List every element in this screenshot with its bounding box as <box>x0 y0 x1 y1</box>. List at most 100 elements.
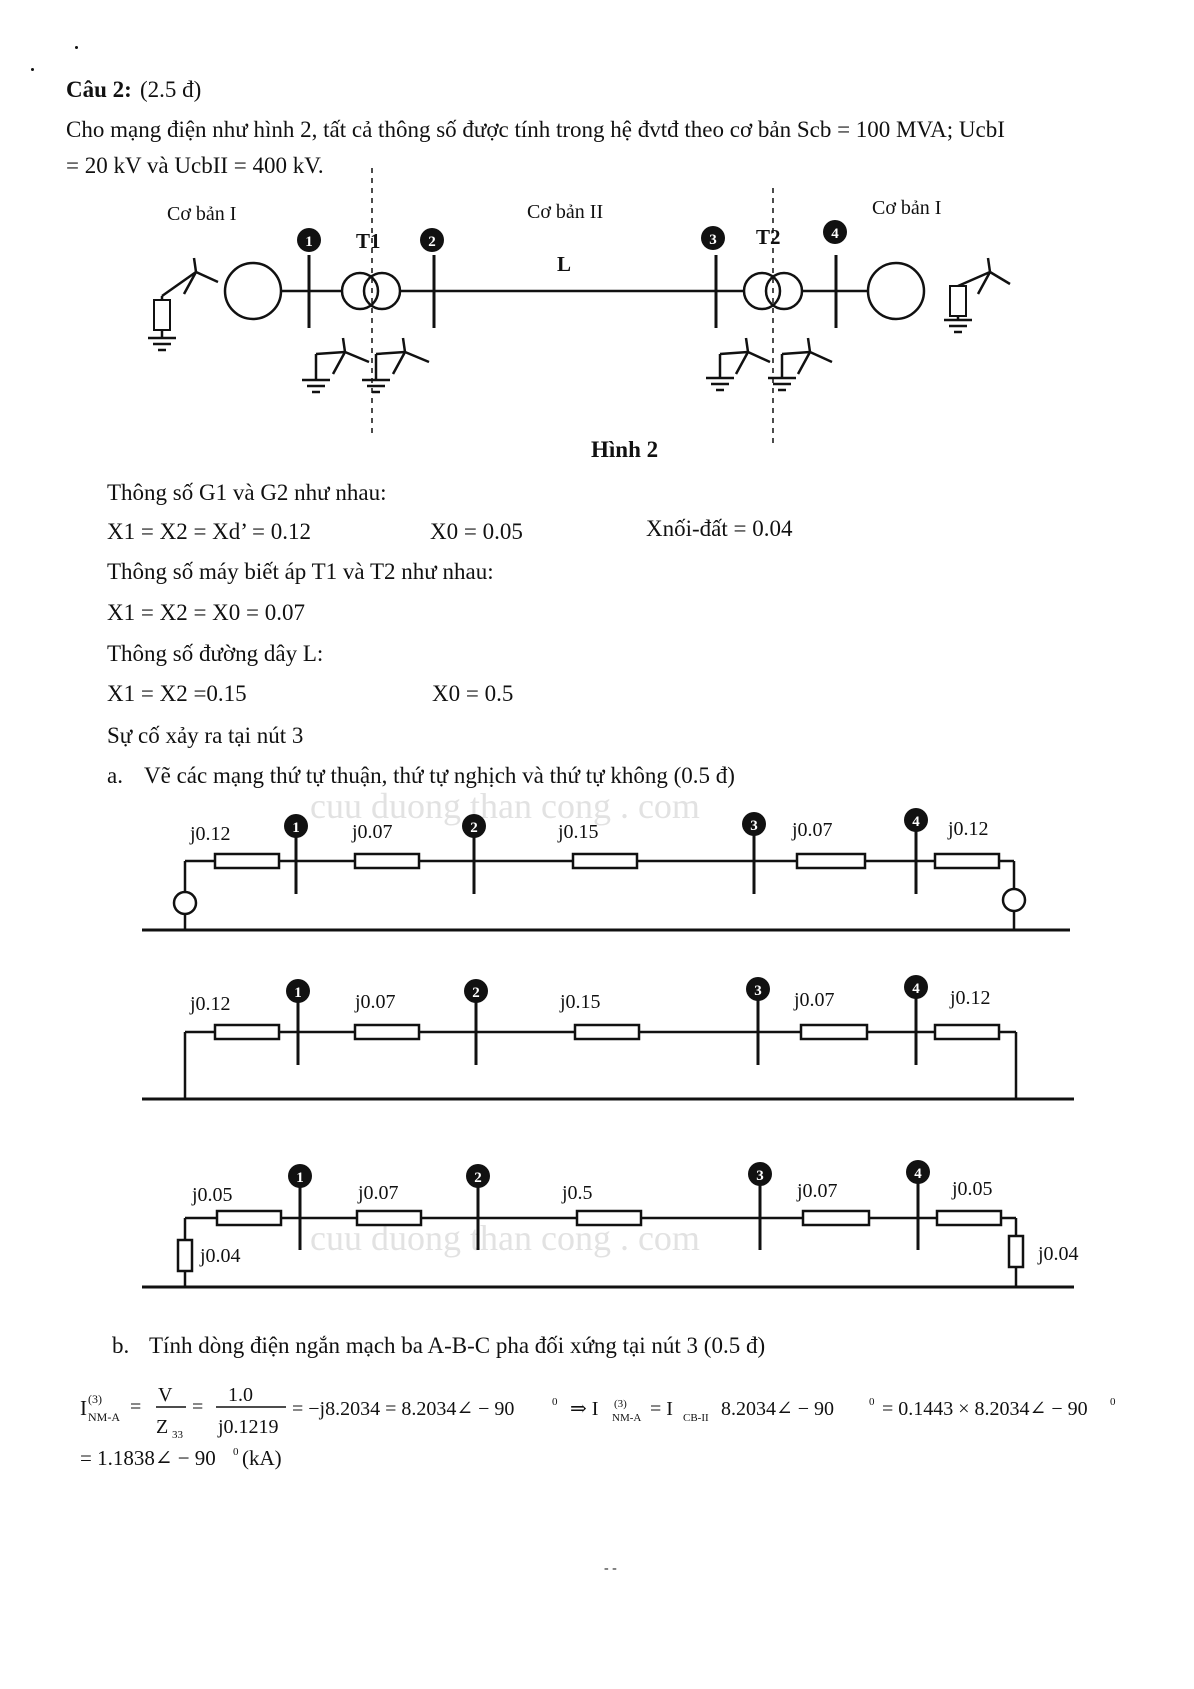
positive-sequence-network <box>142 830 1070 932</box>
positive-nodes <box>284 808 928 838</box>
neg-node-4: 4 <box>912 981 920 997</box>
zero-node-4: 4 <box>914 1166 922 1182</box>
transformer-t1-primary <box>340 271 380 311</box>
neg-z-2: j0.07 <box>354 991 396 1013</box>
part-b-label: b. <box>112 1333 130 1358</box>
zero-node-2: 2 <box>474 1170 482 1186</box>
zero-z-1: j0.05 <box>191 1184 233 1206</box>
svg-text:0: 0 <box>552 1396 558 1408</box>
svg-text:0: 0 <box>869 1396 875 1408</box>
sequence-networks: cuu duong than cong . com cuu duong than… <box>142 790 1079 1289</box>
transformer-x: X1 = X2 = X0 = 0.07 <box>107 600 305 625</box>
base-right-label: Cơ bản I <box>872 197 941 219</box>
line-params-title: Thông số đường dây L: <box>107 641 324 666</box>
line-label: L <box>557 252 571 276</box>
svg-text:=: = <box>130 1396 141 1418</box>
transformer-t2-secondary <box>764 271 804 311</box>
stray-dot-2 <box>31 68 34 71</box>
figure-caption: Hình 2 <box>591 437 659 462</box>
generator-g2 <box>866 261 926 321</box>
zero-ground-right: j0.04 <box>1037 1243 1079 1265</box>
eq-lhs: I <box>80 1396 87 1420</box>
page-footer: - - <box>604 1561 617 1576</box>
eq-rest-3: 8.2034∠ − 90 <box>721 1398 834 1420</box>
eq-arrow: ⇒ I <box>570 1398 598 1420</box>
eq-lhs-sub: NM-A <box>88 1410 120 1424</box>
zero-z-4: j0.07 <box>796 1180 838 1202</box>
eq-rest-4: = 0.1443 × 8.2034∠ − 90 <box>882 1398 1088 1420</box>
eq-den-j: j0.1219 <box>217 1416 279 1438</box>
neg-z-3: j0.15 <box>559 991 601 1013</box>
part-b-text: Tính dòng điện ngắn mạch ba A-B-C pha đố… <box>149 1333 766 1358</box>
short-circuit-equation: I (3) NM-A = V Z 33 = 1.0 j0.1219 = −j8.… <box>80 1384 1116 1470</box>
part-a-text: Vẽ các mạng thứ tự thuận, thứ tự nghịch … <box>144 763 735 788</box>
line-x0: X0 = 0.5 <box>432 681 514 706</box>
pos-z-3: j0.15 <box>557 821 599 843</box>
transformer-t1-secondary <box>362 271 402 311</box>
eq-line-2: = 1.1838∠ − 90 <box>80 1446 216 1470</box>
g1-grounding <box>148 257 219 352</box>
transformer-params-title: Thông số máy biết áp T1 và T2 như nhau: <box>107 559 494 584</box>
generator-xn: Xnối-đất = 0.04 <box>646 516 793 541</box>
t2-grounding <box>706 337 833 392</box>
t2-label: T2 <box>756 225 781 249</box>
line-x1: X1 = X2 =0.15 <box>107 681 247 706</box>
neg-z-4: j0.07 <box>793 989 835 1011</box>
svg-text:NM-A: NM-A <box>612 1412 641 1424</box>
zero-z-2: j0.07 <box>357 1182 399 1204</box>
t1-label: T1 <box>356 229 381 253</box>
generator-params-title: Thông số G1 và G2 như nhau: <box>107 480 387 505</box>
generator-x1: X1 = X2 = Xd’ = 0.12 <box>107 519 311 544</box>
negative-nodes <box>286 975 928 1003</box>
zero-node-1: 1 <box>296 1170 304 1186</box>
eq-line-2-unit: (kA) <box>242 1446 282 1470</box>
zero-z-5: j0.05 <box>951 1178 993 1200</box>
eq-cb-sub: CB-II <box>683 1412 709 1424</box>
eq-num-1: 1.0 <box>228 1384 253 1406</box>
neg-node-1: 1 <box>294 985 302 1001</box>
zero-z-3: j0.5 <box>561 1182 593 1204</box>
node-2-label: 2 <box>428 234 436 250</box>
eq-den-z-sub: 33 <box>172 1429 184 1441</box>
base-left-label: Cơ bản I <box>167 203 236 225</box>
node-markers <box>297 220 847 252</box>
stray-dot-1 <box>75 46 78 49</box>
pos-z-5: j0.12 <box>947 818 989 840</box>
part-a-label: a. <box>107 763 123 788</box>
node-1-label: 1 <box>305 234 313 250</box>
pos-z-1: j0.12 <box>189 823 231 845</box>
eq-rest-1: = −j8.2034 = 8.2034∠ − 90 <box>292 1398 514 1420</box>
generator-g1 <box>223 261 283 321</box>
neg-node-2: 2 <box>472 985 480 1001</box>
eq-num-v: V <box>158 1384 173 1406</box>
one-line-diagram: 1 2 3 4 Cơ bản I Cơ bản II Cơ bản I T1 T… <box>148 168 1011 448</box>
zero-nodes <box>288 1160 930 1188</box>
t1-grounding <box>302 337 430 394</box>
zero-node-3: 3 <box>756 1168 764 1184</box>
zero-ground-left: j0.04 <box>199 1245 241 1267</box>
intro-line-2: = 20 kV và UcbII = 400 kV. <box>66 153 324 178</box>
pos-node-3: 3 <box>750 818 758 834</box>
svg-text:=: = <box>192 1396 203 1418</box>
node-4-label: 4 <box>831 226 839 242</box>
intro-line-1: Cho mạng điện như hình 2, tất cả thông s… <box>66 117 1005 142</box>
base-mid-label: Cơ bản II <box>527 201 603 223</box>
neg-node-3: 3 <box>754 983 762 999</box>
eq-den-z: Z <box>156 1416 168 1438</box>
svg-text:(3): (3) <box>614 1398 627 1410</box>
eq-rest-2: = I <box>650 1398 673 1420</box>
pos-z-2: j0.07 <box>351 821 393 843</box>
node-3-label: 3 <box>709 232 717 248</box>
pos-node-1: 1 <box>292 820 300 836</box>
svg-text:0: 0 <box>1110 1396 1116 1408</box>
pos-node-4: 4 <box>912 814 920 830</box>
pos-node-2: 2 <box>470 820 478 836</box>
neg-z-5: j0.12 <box>949 987 991 1009</box>
neg-z-1: j0.12 <box>189 993 231 1015</box>
zero-sequence-network <box>142 1180 1074 1289</box>
eq-lhs-sup: (3) <box>88 1392 102 1406</box>
generator-x0: X0 = 0.05 <box>430 519 523 544</box>
question-points: (2.5 đ) <box>140 77 202 102</box>
question-title: Câu 2: <box>66 77 132 102</box>
transformer-t2-primary <box>742 271 782 311</box>
